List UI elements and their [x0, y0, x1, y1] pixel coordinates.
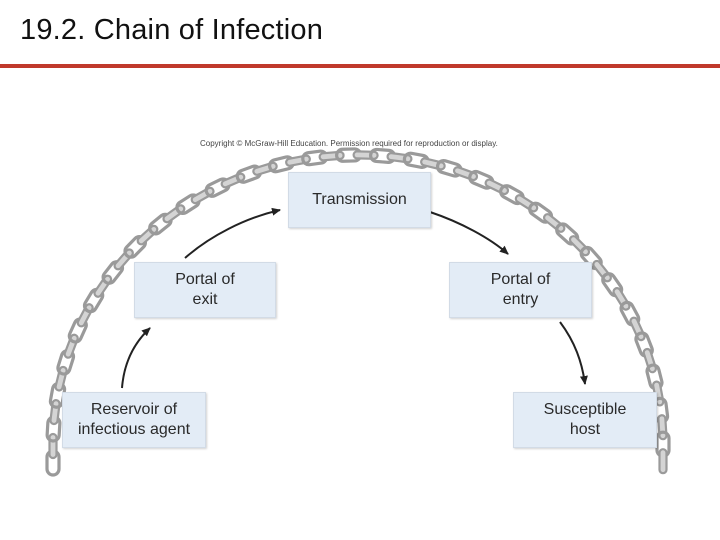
copyright-notice: Copyright © McGraw-Hill Education. Permi…: [200, 139, 498, 148]
chain-link: [657, 414, 668, 441]
chain-link: [190, 186, 215, 205]
arrow-reservoir-to-exit: [121, 327, 151, 389]
arrow-entry-to-host: [559, 321, 588, 385]
chain-link: [592, 259, 612, 283]
chain-link: [352, 150, 379, 160]
node-transmission: Transmission: [288, 172, 431, 228]
chain-link: [452, 166, 479, 182]
chain-link: [113, 248, 134, 271]
title-divider: [0, 64, 720, 68]
arrow-transmission-to-entry: [429, 211, 509, 255]
chain-link: [568, 235, 591, 257]
chain-link: [514, 194, 539, 213]
slide-title: 19.2. Chain of Infection: [20, 14, 324, 46]
node-susceptible-host: Susceptible host: [513, 392, 657, 448]
node-reservoir: Reservoir of infectious agent: [62, 392, 206, 448]
chain-link: [162, 204, 186, 224]
chain-link: [642, 347, 657, 374]
chain-link: [252, 161, 278, 176]
chain-link: [63, 333, 79, 359]
node-portal-of-exit: Portal of exit: [134, 262, 276, 318]
chain-link: [658, 448, 668, 475]
flow-arrows: [121, 207, 588, 389]
arrow-exit-to-transmission: [184, 207, 281, 259]
chain-link: [136, 224, 159, 246]
chain-link: [93, 274, 113, 298]
chain-links: [45, 147, 671, 477]
node-portal-of-entry: Portal of entry: [449, 262, 592, 318]
chain-link: [48, 432, 58, 460]
chain-link: [542, 213, 566, 233]
